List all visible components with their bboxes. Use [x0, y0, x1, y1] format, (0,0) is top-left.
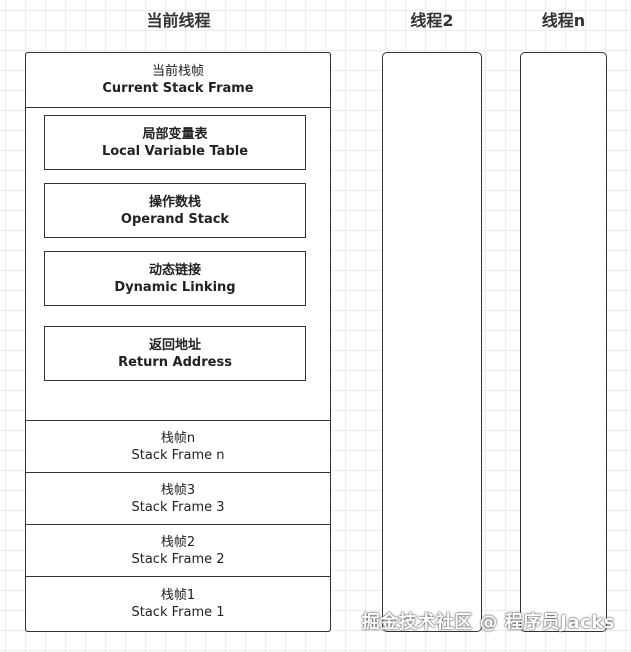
- stack-frame-n: 栈帧n Stack Frame n: [25, 420, 331, 474]
- thread-n-title: 线程n: [541, 11, 586, 30]
- current-stack-frame-header: 当前栈帧 Current Stack Frame: [25, 52, 331, 108]
- stack-frame-3-en: Stack Frame 3: [131, 500, 225, 515]
- stack-frame-1-zh: 栈帧1: [160, 588, 196, 603]
- dynamic-linking: 动态链接 Dynamic Linking: [44, 251, 306, 306]
- local-variable-table: 局部变量表 Local Variable Table: [44, 115, 306, 170]
- dynamic-linking-en: Dynamic Linking: [114, 280, 236, 295]
- return-address-en: Return Address: [118, 355, 232, 370]
- stack-frame-3-zh: 栈帧3: [160, 483, 196, 498]
- stack-frame-2: 栈帧2 Stack Frame 2: [25, 524, 331, 578]
- dynamic-linking-zh: 动态链接: [148, 263, 201, 278]
- current-thread-title: 当前线程: [146, 11, 211, 30]
- local-variable-table-zh: 局部变量表: [142, 127, 208, 142]
- operand-stack: 操作数栈 Operand Stack: [44, 183, 306, 238]
- thread-2-stack: [382, 52, 482, 632]
- stack-frame-2-zh: 栈帧2: [160, 535, 196, 550]
- stack-frame-2-en: Stack Frame 2: [131, 552, 225, 567]
- thread-2-title: 线程2: [410, 11, 454, 30]
- stack-frame-3: 栈帧3 Stack Frame 3: [25, 472, 331, 526]
- return-address-zh: 返回地址: [148, 338, 201, 353]
- stack-frame-n-en: Stack Frame n: [131, 448, 225, 463]
- local-variable-table-en: Local Variable Table: [101, 144, 249, 159]
- return-address: 返回地址 Return Address: [44, 326, 306, 381]
- current-stack-frame-en: Current Stack Frame: [102, 81, 254, 96]
- stack-frame-1-en: Stack Frame 1: [131, 605, 225, 620]
- operand-stack-en: Operand Stack: [120, 212, 230, 227]
- stack-frame-1: 栈帧1 Stack Frame 1: [25, 576, 331, 632]
- thread-n-stack: [520, 52, 607, 632]
- operand-stack-zh: 操作数栈: [148, 195, 201, 210]
- stack-frame-n-zh: 栈帧n: [160, 431, 196, 446]
- current-stack-frame-zh: 当前栈帧: [151, 64, 204, 79]
- watermark: 掘金技术社区 @ 程序员Jacks: [361, 612, 615, 633]
